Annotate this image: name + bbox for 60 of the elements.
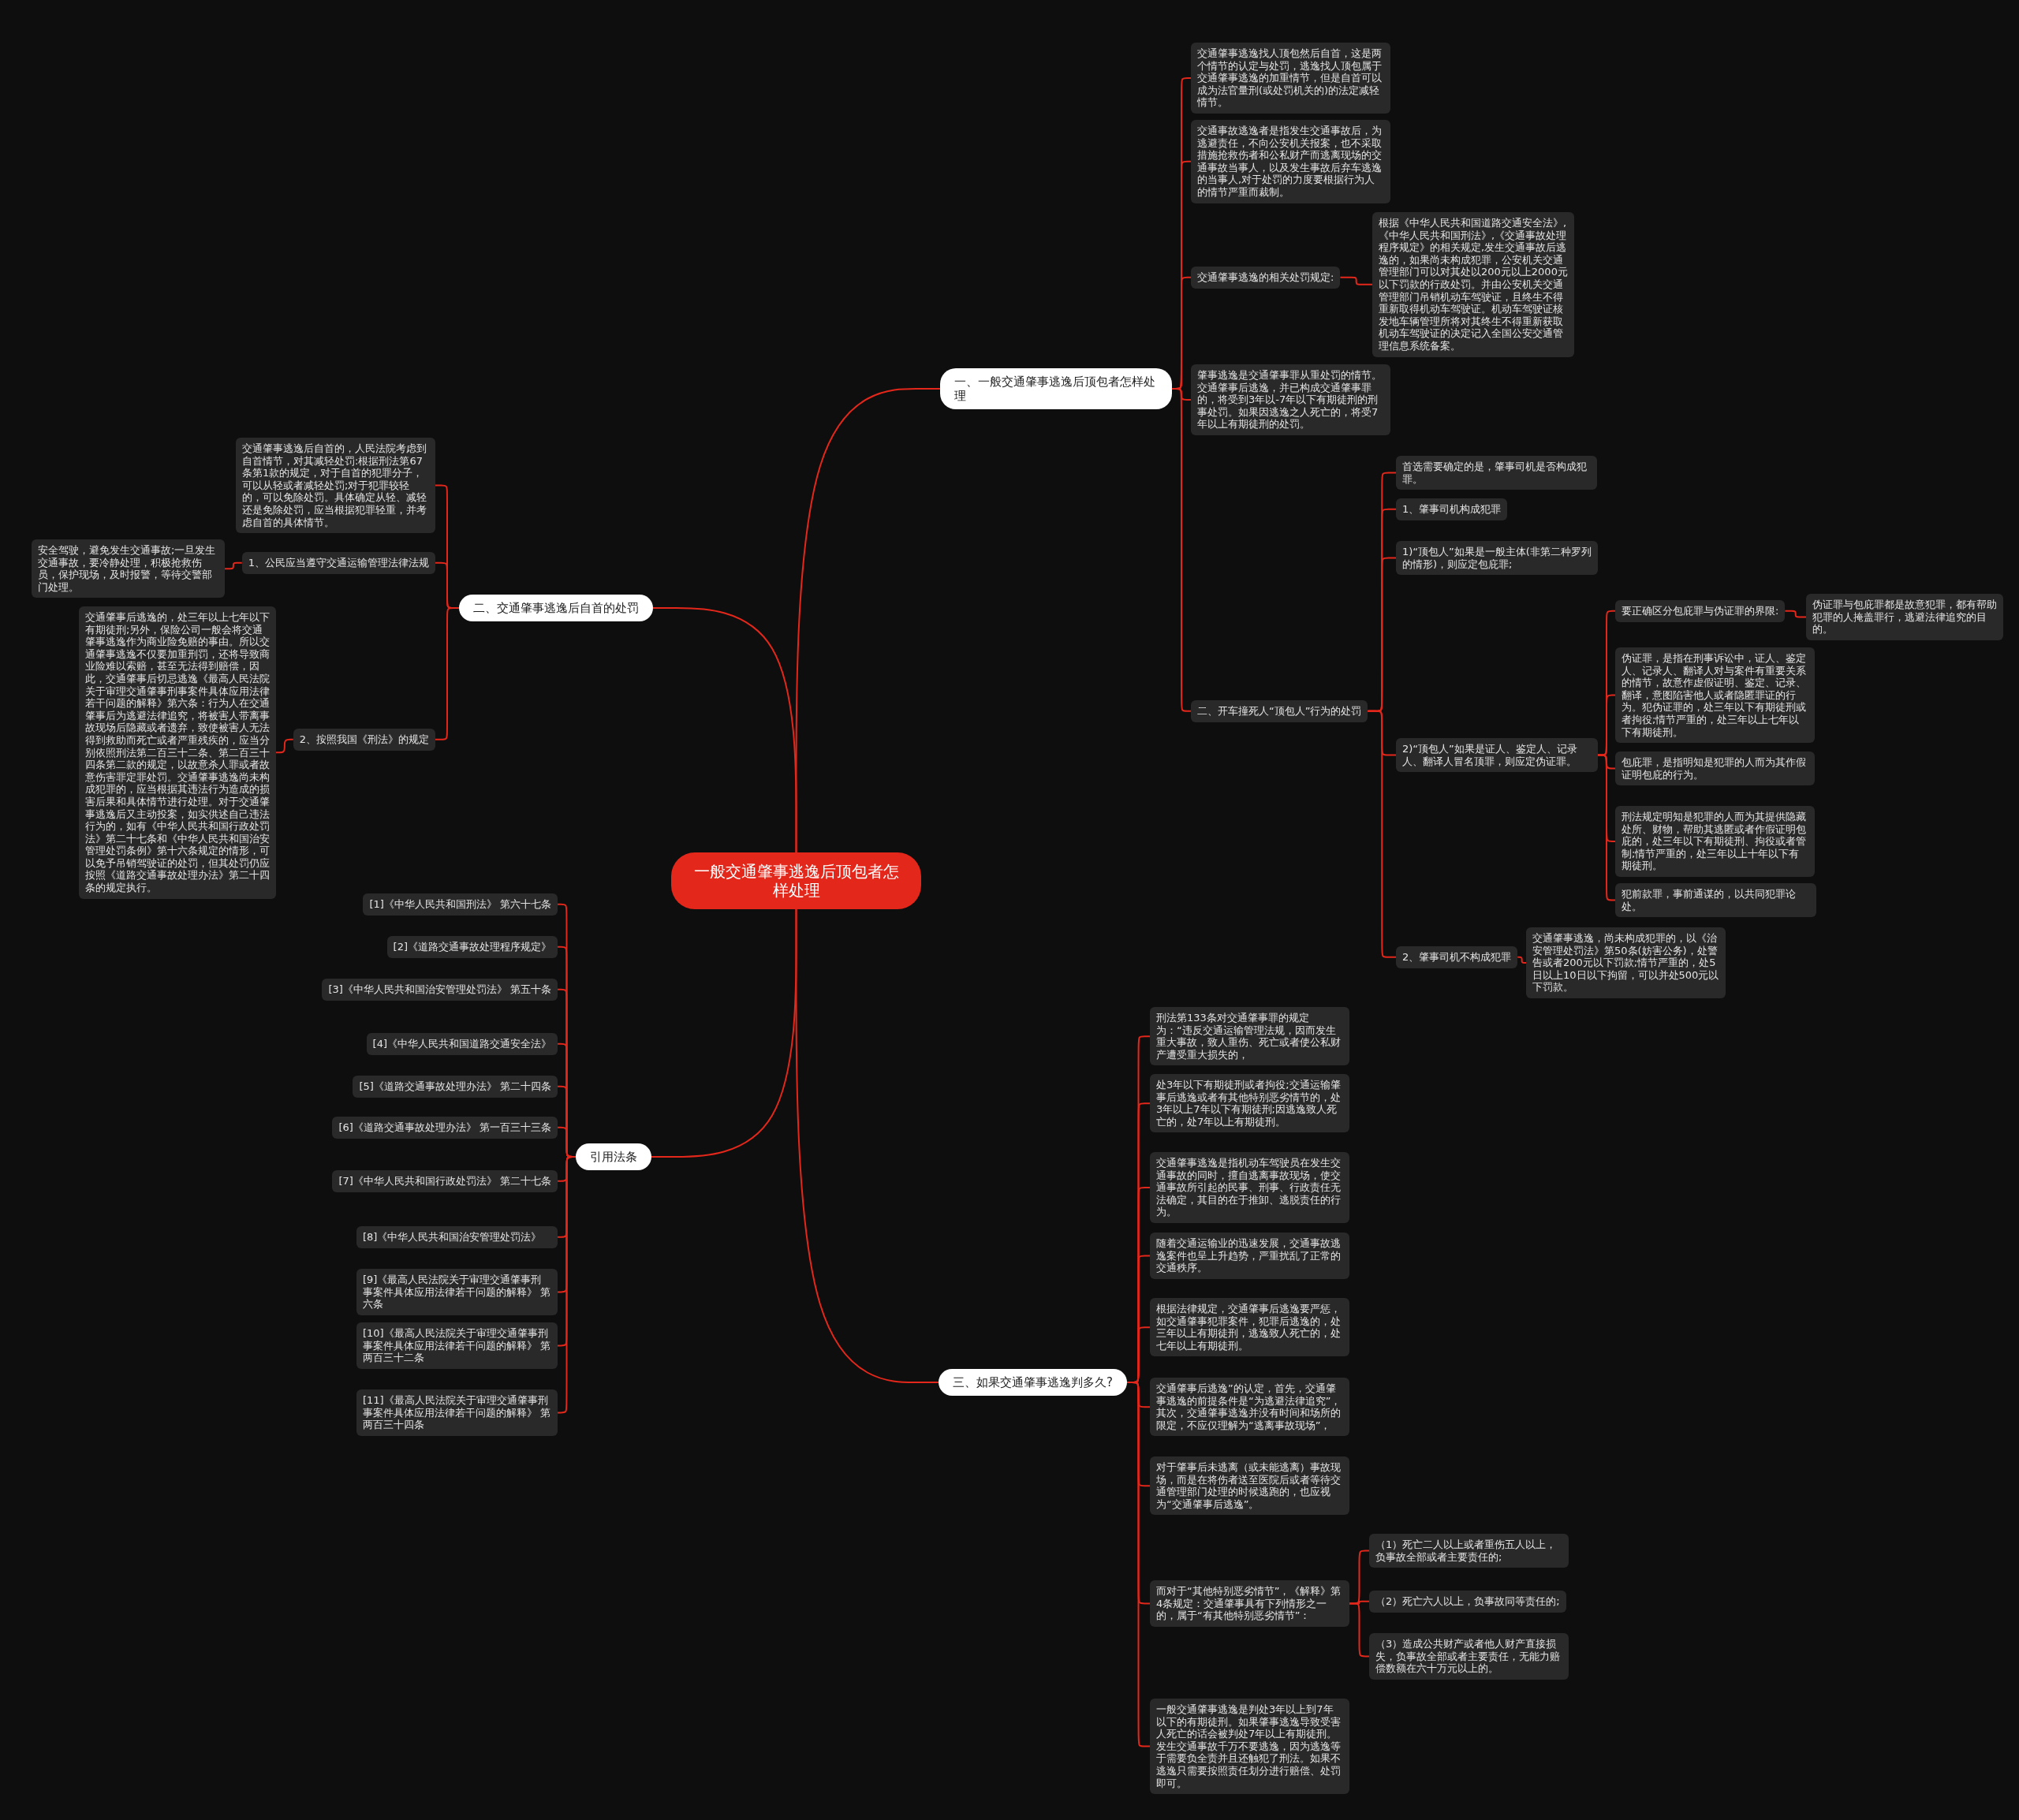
topic-box: 伪证罪与包庇罪都是故意犯罪，都有帮助犯罪的人掩盖罪行，逃避法律追究的目的。 [1806,594,2003,640]
connector-line [1517,956,1527,964]
topic-box: 1、公民应当遵守交通运输管理法律法规 [241,552,435,574]
topic-box: 处3年以下有期徒刑或者拘役;交通运输肇事后逃逸或者有其他特别恶劣情节的，处3年以上7年以下有期徒刑;因逃逸致人死亡的，处7年以上有期徒刑。 [1150,1074,1349,1133]
topic-box: [11]《最高人民法院关于审理交通肇事刑事案件具体应用法律若干问题的解释》 第两百三十四条 [356,1389,558,1436]
topic-box: 刑法第133条对交通肇事罪的规定为：“违反交通运输管理法规，因而发生重大事故，致人重伤、死亡或者使公私财产遭受重大损失的， [1150,1007,1349,1066]
branch-topic: 二、交通肇事逃逸后自首的处罚 [459,595,653,621]
topic-box: 随着交通运输业的迅速发展，交通事故逃逸案件也呈上升趋势，严重扰乱了正常的交通秩序。 [1150,1233,1349,1279]
topic-box: 交通肇事逃逸，尚未构成犯罪的，以《治安管理处罚法》第50条(妨害公务)，处警告或者200元以下罚款;情节严重的，处5日以上10日以下拘留，可以并处500元以下罚款。 [1526,927,1726,998]
topic-box: 安全驾驶，避免发生交通事故;一旦发生交通事故，要冷静处理，积极抢救伤员，保护现场，及时报警，等待交警部门处理。 [32,539,225,599]
topic-box: 交通肇事逃逸找人顶包然后自首，这是两个情节的认定与处罚，逃逸找人顶包属于交通肇事逃逸的加重情节，但是自首可以成为法官量刑(或处罚机关的)的法定减轻情节。 [1191,43,1390,114]
topic-box: 要正确区分包庇罪与伪证罪的界限: [1615,600,1786,622]
topic-box: 交通肇事后逃逸”的认定，首先，交通肇事逃逸的前提条件是“为逃避法律追究”，其次，交通肇事逃逸并没有时间和场所的限定，不应仅理解为“逃离事故现场”， [1150,1378,1349,1437]
topic-box: [8]《中华人民共和国治安管理处罚法》 [356,1226,558,1248]
topic-box: 2)“顶包人”如果是证人、鉴定人、记录人、翻译人冒名顶罪，则应定伪证罪。 [1396,738,1598,773]
topic-box: [10]《最高人民法院关于审理交通肇事刑事案件具体应用法律若干问题的解释》 第两百三十二条 [356,1322,558,1369]
topic-box: （3）造成公共财产或者他人财产直接损失，负事故全部或者主要责任，无能力赔偿数额在六十万元以上的。 [1369,1633,1569,1680]
connector-line [275,738,294,754]
topic-box: 犯前款罪，事前通谋的，以共同犯罪论处。 [1615,883,1816,918]
connector-line [652,607,797,853]
topic-box: 二、开车撞死人“顶包人”行为的处罚 [1191,700,1368,722]
topic-box: [6]《道路交通事故处理办法》 第一百三十三条 [332,1117,558,1139]
topic-box: 根据《中华人民共和国道路交通安全法》,《中华人民共和国刑法》,《交通事故处理程序规定》的相关规定,发生交通事故后逃逸的，如果尚未构成犯罪，公安机关交通管理部门可以对其处以200元以上2000元以下罚款的行政处罚。并由公安机关交通管理部门吊销机动车驾驶证，且终生不得重新取得机动车驾驶证。机动车驾驶证核发地车辆管理所将对其终生不得重新获取机动车驾驶证的决定记入全国公安交通管理信息系统备案。 [1372,212,1574,357]
topic-box: 一般交通肇事逃逸是判处3年以上到7年以下的有期徒刑。如果肇事逃逸导致受害人死亡的话会被判处7年以上有期徒刑。发生交通事故千万不要逃逸，因为逃逸等于需要负全责并且还触犯了刑法。如果不逃逸只需要按照责任划分进行赔偿、处罚即可。 [1150,1699,1349,1795]
topic-box: 伪证罪，是指在刑事诉讼中，证人、鉴定人、记录人、翻译人对与案件有重要关系的情节，故意作虚假证明、鉴定、记录、翻译，意图陷害他人或者隐匿罪证的行为。犯伪证罪的，处三年以下有期徒刑或者拘役;情节严重的，处三年以上七年以下有期徒刑。 [1615,647,1815,744]
connector-line [435,607,460,740]
topic-box: [4]《中华人民共和国道路交通安全法》 [366,1033,558,1055]
connector-line [224,561,243,570]
branch-topic: 一、一般交通肇事逃逸后顶包者怎样处理 [940,368,1172,409]
topic-box: [2]《道路交通事故处理程序规定》 [386,936,558,958]
topic-box: [5]《道路交通事故处理办法》 第二十四条 [353,1076,558,1098]
topic-box: 1、肇事司机构成犯罪 [1396,498,1508,520]
topic-box: 对于肇事后未逃离（或未能逃离）事故现场，而是在将伤者送至医院后或者等待交通管理部门处理的时候逃跑的，也应视为“交通肇事后逃逸”。 [1150,1456,1349,1516]
connector-line [1784,610,1807,618]
topic-box: 刑法规定明知是犯罪的人而为其提供隐藏处所、财物，帮助其逃匿或者作假证明包庇的，处三年以下有期徒刑、拘役或者管制;情节严重的，处三年以上十年以下有期徒刑。 [1615,806,1815,877]
topic-box: （2）死亡六人以上，负事故同等责任的; [1369,1591,1566,1613]
connector-line [795,908,939,1383]
central-topic: 一般交通肇事逃逸后顶包者怎样处理 [671,852,921,909]
topic-box: 交通事故逃逸者是指发生交通事故后，为逃避责任，不向公安机关报案，也不采取措施抢救伤者和公私财产而逃离现场的交通事故当事人，以及发生事故后弃车逃逸的当事人,对于处罚的力度要根据行为人的情节严重而裁制。 [1191,120,1390,203]
topic-box: 2、按照我国《刑法》的规定 [293,729,435,751]
connector-line [1367,710,1397,958]
topic-box: 交通肇事逃逸的相关处罚规定: [1191,267,1341,289]
topic-box: 交通肇事逃逸是指机动车驾驶员在发生交通事故的同时，擅自逃离事故现场，使交通事故所引起的民事、刑事、行政责任无法确定，其目的在于推卸、逃脱责任的行为。 [1150,1152,1349,1223]
topic-box: 首选需要确定的是，肇事司机是否构成犯罪。 [1396,456,1597,490]
topic-box: 交通肇事逃逸后自首的，人民法院考虑到自首情节，对其减轻处罚:根据刑法第67条第1款的规定，对于自首的犯罪分子，可以从轻或者减轻处罚;对于犯罪较轻的，可以免除处罚。具体确定从轻、减轻还是免除处罚，应当根据犯罪轻重，并考虑自首的具体情节。 [236,438,435,534]
topic-box: 肇事逃逸是交通肇事罪从重处罚的情节。交通肇事后逃逸，并已构成交通肇事罪的，将受到3年以-7年以下有期徒刑的刑事处罚。如果因逃逸之人死亡的，将受7年以上有期徒刑的处罚。 [1191,364,1390,435]
topic-box: [3]《中华人民共和国治安管理处罚法》 第五十条 [322,979,558,1001]
topic-box: [7]《中华人民共和国行政处罚法》 第二十七条 [332,1170,558,1192]
topic-box: 交通肇事后逃逸的，处三年以上七年以下有期徒刑;另外，保险公司一般会将交通肇事逃逸作为商业险免赔的事由。所以交通肇事逃逸不仅要加重刑罚，还将导致商业险难以索赔，甚至无法得到赔偿，因此，交通肇事后切忌逃逸《最高人民法院关于审理交通肇事刑事案件具体应用法律若干问题的解释》第六条：行为人在交通肇事后为逃避法律追究，将被害人带离事故现场后隐藏或者遗弃，致使被害人无法得到救助而死亡或者严重残疾的，应当分别依照刑法第二百三十二条、第二百三十四条第二款的规定，以故意杀人罪或者故意伤害罪定罪处罚。交通肇事逃逸尚未构成犯罪的，应当根据其违法行为造成的损害后果和具体情节进行处理。对于交通肇事逃逸后又主动投案，如实供述自己违法行为的，如有《中华人民共和国行政处罚法》第二十七条和《中华人民共和国治安管理处罚条例》第十六条规定的情形，可以免予吊销驾驶证的处罚，但其处罚仍应按照《道路交通事故处理办法》第二十四条的规定执行。 [79,606,276,899]
topic-box: 1)“顶包人”如果是一般主体(非第二种罗列的情形)，则应定包庇罪; [1396,541,1598,576]
topic-box: 根据法律规定，交通肇事后逃逸要严惩，如交通肇事犯罪案件，犯罪后逃逸的，处三年以上有期徒刑，逃逸致人死亡的，处七年以上有期徒刑。 [1150,1298,1349,1357]
topic-box: 2、肇事司机不构成犯罪 [1396,946,1518,968]
topic-box: [1]《中华人民共和国刑法》 第六十七条 [363,893,558,916]
topic-box: 而对于“其他特别恶劣情节”，《解释》第4条规定：交通肇事具有下列情形之一的，属于“有其他特别恶劣情节”： [1150,1580,1349,1627]
topic-box: 包庇罪，是指明知是犯罪的人而为其作假证明包庇的行为。 [1615,751,1815,786]
connector-line [1339,276,1373,285]
topic-box: [9]《最高人民法院关于审理交通肇事刑事案件具体应用法律若干问题的解释》 第六条 [356,1269,558,1315]
branch-topic: 三、如果交通肇事逃逸判多久? [939,1369,1127,1396]
topic-box: （1）死亡二人以上或者重伤五人以上，负事故全部或者主要责任的; [1369,1534,1569,1568]
branch-topic: 引用法条 [576,1143,651,1170]
